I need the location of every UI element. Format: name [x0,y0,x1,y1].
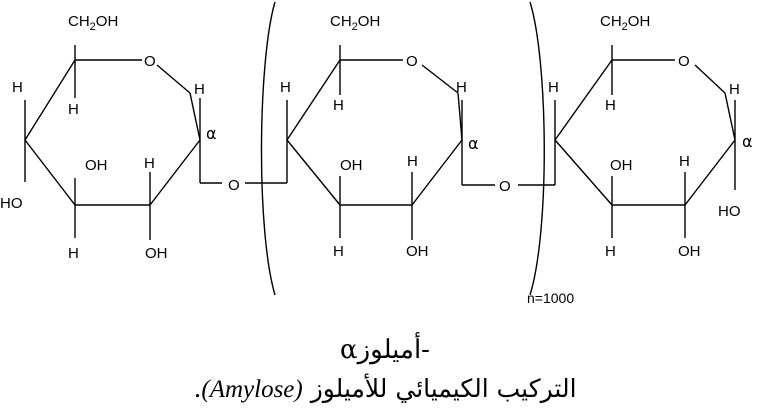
glycosidic-oxygen-1: O [228,177,240,194]
right-bracket [529,1,545,296]
ring3-oh-c2: OH [678,243,701,260]
ring3-h-c5: H [605,97,616,114]
caption-alpha-amylose: α-أميلوز [0,334,770,366]
ring3-alpha-label: α [742,132,753,151]
ring3-h-c3: H [605,243,616,260]
ring3-h-c4: H [548,79,559,96]
caption-period: . [193,374,202,403]
ring2-h-c2: H [407,153,418,170]
caption-arabic-text: التركيب الكيميائي للأميلوز [310,374,577,403]
ring2-h-c3: H [333,243,344,260]
ring1-h-c2: H [144,155,155,172]
ring1-h-c5: H [68,101,79,118]
ring3-ho-c1: HO [718,203,741,220]
ring1-alpha-label: α [206,124,217,143]
caption-amylose-arabic: -أميلوز [357,335,430,365]
glycosidic-oxygen-2: O [499,178,511,195]
ring2-ring-oxygen: O [406,53,418,70]
ring1-h-anomeric: H [194,81,205,98]
bond-lines [24,45,736,240]
ring3-ring-oxygen: O [678,53,690,70]
ring1-ring-oxygen: O [144,53,156,70]
left-bracket [260,1,276,296]
ring2-oh-c3: OH [340,157,363,174]
ring2-oh-c2: OH [406,243,429,260]
ring2-h-c5: H [333,97,344,114]
figure-caption: التركيب الكيميائي للأميلوز (Amylose). [0,372,770,407]
ring2-h-c1: H [456,79,467,96]
ring1-oh-c2: OH [145,245,168,262]
ring3-h-c1: H [729,81,740,98]
caption-latin-name: (Amylose) [201,376,303,403]
caption-greek-alpha: α [340,335,358,365]
ring1-oh-c3: OH [85,157,108,174]
repeat-count-label: n=1000 [527,290,574,306]
ring2-alpha-label: α [468,134,479,153]
ring3-ch2oh: CH2OH [600,13,650,33]
ring1-h-c4: H [12,79,23,96]
ring3-oh-c3: OH [610,157,633,174]
ring2-h-c4: H [280,79,291,96]
ring3-h-c2: H [679,153,690,170]
ring2-ch2oh: CH2OH [330,13,380,33]
ring1-h-c3: H [68,245,79,262]
ring1-ch2oh: CH2OH [68,13,118,33]
ring1-ho-c4: HO [0,195,23,212]
